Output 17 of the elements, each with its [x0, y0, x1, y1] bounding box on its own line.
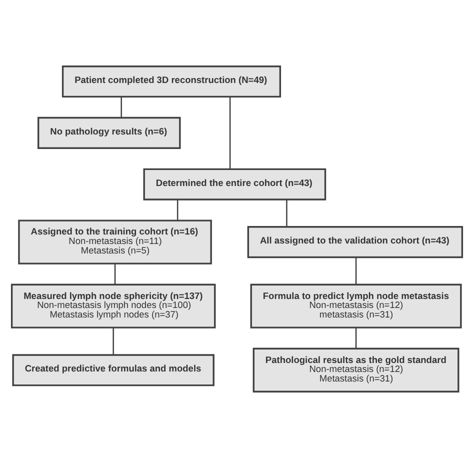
- connector: [120, 96, 122, 118]
- node-box: Formula to predict lymph node metastasis Non-metastasis (n=12) metastasis (n=31): [250, 283, 462, 328]
- connector: [355, 327, 357, 348]
- connector: [355, 256, 357, 284]
- node-box: All assigned to the validation cohort (n=43): [247, 226, 464, 258]
- node-box: Measured lymph node sphericity (n=137) Non-metastasis lymph nodes (n=100) Metastasis lymph nodes (n=37): [10, 283, 216, 328]
- connector: [114, 263, 116, 284]
- node-box: Created predictive formulas and models: [12, 354, 214, 386]
- connector: [229, 96, 231, 169]
- node-box: Patient completed 3D reconstruction (N=49): [62, 65, 282, 98]
- connector: [286, 199, 288, 226]
- node-box: No pathology results (n=6): [38, 116, 181, 148]
- connector: [176, 199, 178, 220]
- node-box: Determined the entire cohort (n=43): [143, 168, 326, 200]
- node-box: Pathological results as the gold standard Non-metastasis (n=12) Metastasis (n=31): [252, 347, 460, 392]
- connector: [112, 327, 114, 354]
- node-box: Assigned to the training cohort (n=16) Non-metastasis (n=11) Metastasis (n=5): [18, 219, 212, 264]
